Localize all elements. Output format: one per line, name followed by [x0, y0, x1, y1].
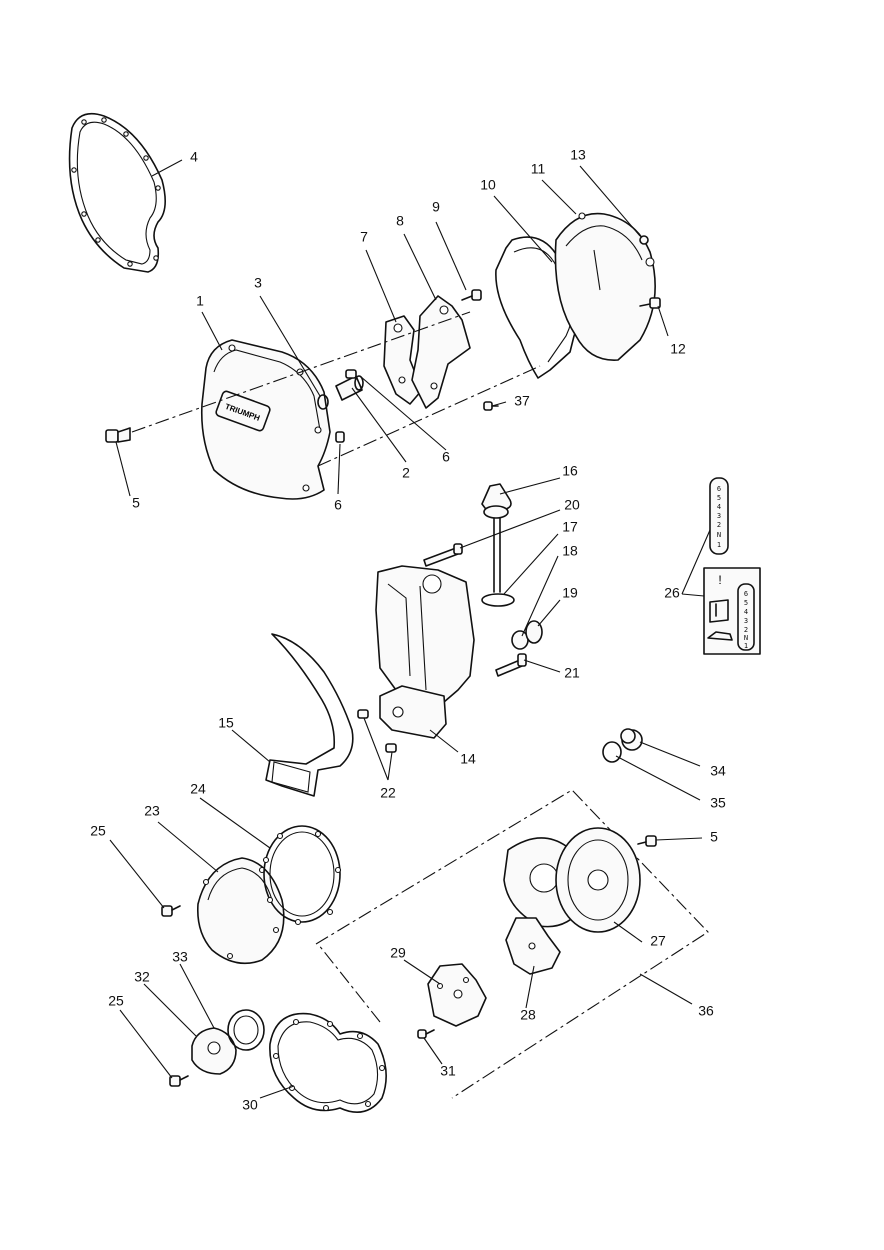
callout-10: 10	[480, 177, 496, 193]
callout-34: 34	[710, 763, 726, 779]
gear-label-2: 2	[717, 521, 721, 529]
callout-20: 20	[564, 497, 580, 513]
bolt-12	[639, 297, 661, 309]
gear-label-6b: 6	[744, 590, 748, 598]
cover-11	[554, 212, 656, 361]
dowel-2	[335, 375, 364, 401]
callout-33: 33	[172, 949, 188, 965]
callout-27: 27	[650, 933, 666, 949]
gear-label-1: 1	[717, 541, 721, 549]
screw-13	[639, 235, 649, 245]
seal-19	[525, 620, 543, 644]
cover-23	[196, 857, 285, 965]
callout-numbers: 4 1 3 7 8 9 10 11 13 12 37 5 2 6 6 16 20…	[90, 147, 726, 1113]
callout-29: 29	[390, 945, 406, 961]
decal-panel: ! 6 5 4 3 2 N 1	[703, 567, 761, 655]
gear-indicator-strip: 6 5 4 3 2 N 1	[709, 477, 729, 555]
callout-28: 28	[520, 1007, 536, 1023]
callout-24: 24	[190, 781, 206, 797]
callout-35: 35	[710, 795, 726, 811]
callout-9: 9	[432, 199, 440, 215]
callout-18: 18	[562, 543, 578, 559]
callout-5-right: 5	[710, 829, 718, 845]
callout-17: 17	[562, 519, 578, 535]
bolt-5-left	[105, 427, 131, 443]
gear-label-n: N	[717, 531, 721, 539]
bolt-9	[461, 289, 482, 301]
plug-34	[620, 728, 643, 751]
screw-31	[417, 1029, 435, 1039]
bolt-37	[483, 401, 499, 411]
callout-25-top: 25	[90, 823, 106, 839]
callout-6b: 6	[334, 497, 342, 513]
gear-label-5: 5	[717, 494, 721, 502]
callout-32: 32	[134, 969, 150, 985]
plate-29	[427, 963, 487, 1027]
bolt-21	[495, 653, 527, 677]
housing-14	[375, 565, 475, 739]
clutch-cover-1: TRIUMPH	[200, 339, 331, 500]
axis-top-a	[131, 311, 471, 433]
gear-label-2b: 2	[744, 626, 748, 634]
callout-21: 21	[564, 665, 580, 681]
callout-23: 23	[144, 803, 160, 819]
dowel-22a	[357, 709, 369, 719]
washer-35	[602, 741, 622, 763]
callout-25-bottom: 25	[108, 993, 124, 1009]
callout-11: 11	[531, 161, 546, 177]
callout-15: 15	[218, 715, 234, 731]
callout-8: 8	[396, 213, 404, 229]
gasket-33	[227, 1009, 265, 1051]
gasket-24	[262, 825, 342, 926]
gear-label-3b: 3	[744, 617, 748, 625]
kit-axis-a	[317, 943, 381, 1023]
callout-16: 16	[562, 463, 578, 479]
warning-symbol: !	[718, 573, 721, 587]
callout-19: 19	[562, 585, 578, 601]
bracket-8	[411, 295, 471, 409]
axis-top-b	[317, 365, 541, 467]
gasket-15	[265, 633, 354, 797]
bolt-20	[423, 543, 463, 567]
callout-31: 31	[440, 1063, 456, 1079]
bolt-25-top	[161, 905, 181, 917]
callout-30: 30	[242, 1097, 258, 1113]
callout-5-left: 5	[132, 495, 140, 511]
callout-6a: 6	[442, 449, 450, 465]
callout-13: 13	[570, 147, 586, 163]
cap-32	[191, 1027, 237, 1075]
callout-22: 22	[380, 785, 396, 801]
gear-label-4: 4	[717, 503, 721, 511]
gear-label-5b: 5	[744, 599, 748, 607]
callout-36: 36	[698, 1003, 714, 1019]
gear-label-3: 3	[717, 512, 721, 520]
gear-label-4b: 4	[744, 608, 748, 616]
callout-1: 1	[196, 293, 204, 309]
bolt-5-right	[637, 835, 657, 847]
leader-lines	[109, 159, 711, 1099]
callout-14: 14	[460, 751, 476, 767]
dowel-6a	[345, 369, 357, 379]
dowel-22b	[385, 743, 397, 753]
callout-3: 3	[254, 275, 262, 291]
gasket-30	[269, 1012, 387, 1114]
gear-label-6: 6	[717, 485, 721, 493]
dipstick-16	[481, 483, 512, 593]
callout-37: 37	[514, 393, 530, 409]
callout-7: 7	[360, 229, 368, 245]
callout-2: 2	[402, 465, 410, 481]
gear-label-1b: 1	[744, 642, 748, 650]
callout-26: 26	[664, 585, 680, 601]
callout-4: 4	[190, 149, 198, 165]
bolt-25-bottom	[169, 1075, 189, 1087]
plate-28	[505, 917, 561, 975]
dowel-6b	[335, 431, 345, 443]
o-ring-17	[481, 593, 515, 607]
gear-label-nb: N	[744, 634, 748, 642]
o-ring-3	[317, 394, 329, 410]
callout-12: 12	[670, 341, 686, 357]
rotor-27	[503, 827, 641, 933]
gasket-4	[68, 112, 166, 273]
